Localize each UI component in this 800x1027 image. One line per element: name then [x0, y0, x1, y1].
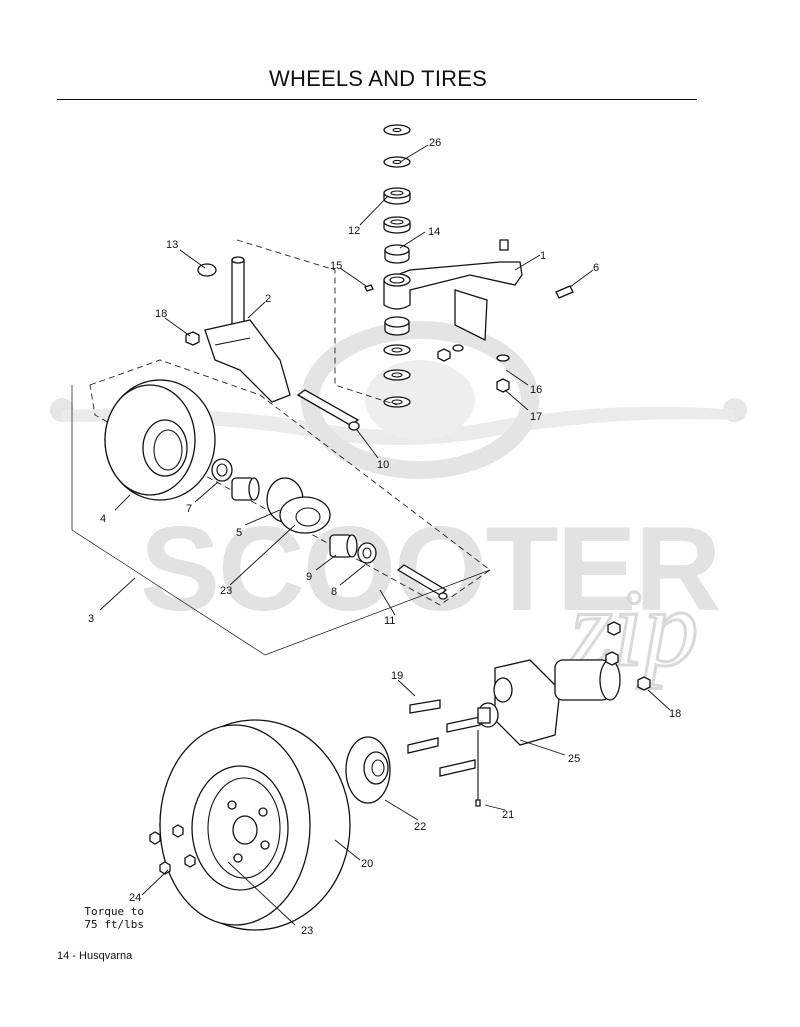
caster-rim: [266, 477, 331, 534]
fork-hardware: [364, 284, 574, 393]
callout-3: 3: [88, 613, 94, 625]
callout-10: 10: [377, 459, 389, 471]
callout-24: 24: [129, 892, 141, 904]
callout-25: 25: [568, 753, 580, 765]
torque-note: Torque to 75 ft/lbs: [84, 905, 144, 931]
callout-17: 17: [530, 411, 542, 423]
washer-stack-bottom: [383, 316, 411, 408]
callout-22: 22: [414, 821, 426, 833]
washer-stack-top: [383, 124, 411, 264]
caster-fork-arm: [383, 239, 523, 342]
caster-yoke: [185, 256, 291, 403]
axle-10: [296, 389, 360, 431]
callout-14: 14: [428, 226, 440, 238]
callout-labels: 26 12 14 1 6 15 13 2 18 16 17 10 4 7 5 2…: [88, 137, 681, 937]
motor-nuts: [605, 621, 651, 691]
callout-13: 13: [166, 239, 178, 251]
watermark: SCOOTER zip: [50, 321, 747, 691]
page-footer: 14 - Husqvarna: [57, 950, 133, 962]
callout-1: 1: [540, 250, 546, 262]
watermark-text: SCOOTER: [140, 502, 720, 636]
title-rule: [57, 99, 697, 100]
callout-26: 26: [429, 137, 441, 149]
callout-15: 15: [330, 260, 342, 272]
callout-5: 5: [236, 527, 242, 539]
callout-23-lower: 23: [301, 925, 313, 937]
callout-9: 9: [306, 571, 312, 583]
caster-bearings: [211, 458, 377, 564]
lug-nuts: [149, 824, 196, 875]
callout-2: 2: [265, 293, 271, 305]
callout-6: 6: [593, 262, 599, 274]
callout-8: 8: [331, 586, 337, 598]
hub-studs: [407, 699, 481, 777]
callout-18-lower: 18: [669, 708, 681, 720]
hydro-motor: [477, 659, 621, 746]
wheel-hub: [345, 736, 391, 804]
page-title: WHEELS AND TIRES: [269, 66, 487, 91]
callout-16: 16: [530, 384, 542, 396]
caster-tire: [104, 379, 216, 501]
callout-19: 19: [391, 670, 403, 682]
callout-21: 21: [502, 809, 514, 821]
leader-lines: [99, 144, 671, 926]
drive-tire: [159, 719, 351, 931]
callout-20: 20: [361, 858, 373, 870]
axle-11: [396, 564, 448, 600]
callout-4: 4: [100, 513, 106, 525]
callout-7: 7: [186, 503, 192, 515]
callout-11: 11: [384, 615, 395, 627]
callout-18-upper: 18: [155, 308, 167, 320]
callout-23-upper: 23: [220, 585, 232, 597]
callout-12: 12: [348, 225, 360, 237]
